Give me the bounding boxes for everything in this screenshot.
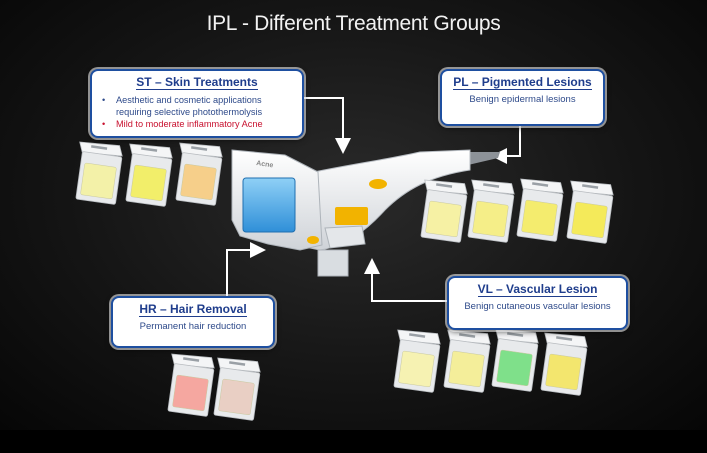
filter-cartridge-st-3 — [175, 142, 223, 206]
group-desc-hr: Permanent hair reduction — [139, 321, 247, 332]
handpiece-filter-window — [242, 177, 296, 233]
filter-cartridge-vl-2 — [443, 329, 491, 393]
ipl-handpiece: Acne — [231, 149, 500, 277]
filter-cartridge-vl-1 — [393, 329, 441, 393]
arrow-hr — [226, 242, 266, 296]
filter-cartridge-vl-3 — [491, 328, 539, 392]
group-title-pl: PL – Pigmented Lesions — [453, 75, 592, 90]
filter-cartridge-hr-2 — [213, 357, 261, 421]
arrow-vl — [364, 258, 447, 302]
filter-cartridge-st-2 — [125, 143, 173, 207]
group-box-st: ST – Skin Treatments Aesthetic and cosme… — [90, 69, 304, 138]
st-bullet-2: Mild to moderate inflammatory Acne — [102, 118, 294, 130]
filter-cartridges — [75, 141, 614, 421]
st-bullet-1: Aesthetic and cosmetic applications requ… — [102, 94, 294, 118]
handpiece-tip — [317, 249, 349, 277]
group-box-vl: VL – Vascular Lesion Benign cutaneous va… — [447, 276, 628, 330]
group-desc-pl: Benign epidermal lesions — [469, 94, 576, 105]
group-desc-vl: Benign cutaneous vascular lesions — [464, 301, 611, 312]
filter-cartridge-hr-1 — [167, 353, 215, 417]
filter-cartridge-pl-3 — [516, 178, 564, 242]
filter-cartridge-vl-4 — [540, 332, 588, 396]
group-box-hr: HR – Hair Removal Permanent hair reducti… — [111, 296, 275, 348]
filter-cartridge-pl-1 — [420, 179, 468, 243]
illustration: Acne — [75, 97, 614, 421]
handpiece-label: Acne — [256, 160, 274, 169]
filter-cartridge-pl-4 — [566, 180, 614, 244]
filter-cartridge-st-1 — [75, 141, 123, 205]
filter-cartridge-pl-2 — [467, 179, 515, 243]
connector-arrows — [226, 97, 521, 302]
group-title-vl: VL – Vascular Lesion — [477, 282, 598, 297]
group-title-st: ST – Skin Treatments — [136, 75, 258, 90]
arrow-pl — [491, 122, 521, 164]
group-box-pl: PL – Pigmented Lesions Benign epidermal … — [440, 69, 605, 126]
slide-title: IPL - Different Treatment Groups — [206, 12, 501, 35]
handpiece-button — [335, 207, 368, 225]
st-bullet-list: Aesthetic and cosmetic applications requ… — [92, 94, 302, 130]
handpiece-cable — [468, 152, 500, 165]
yellow-accent — [369, 179, 387, 189]
arrow-st — [300, 97, 351, 154]
group-title-hr: HR – Hair Removal — [139, 302, 247, 317]
